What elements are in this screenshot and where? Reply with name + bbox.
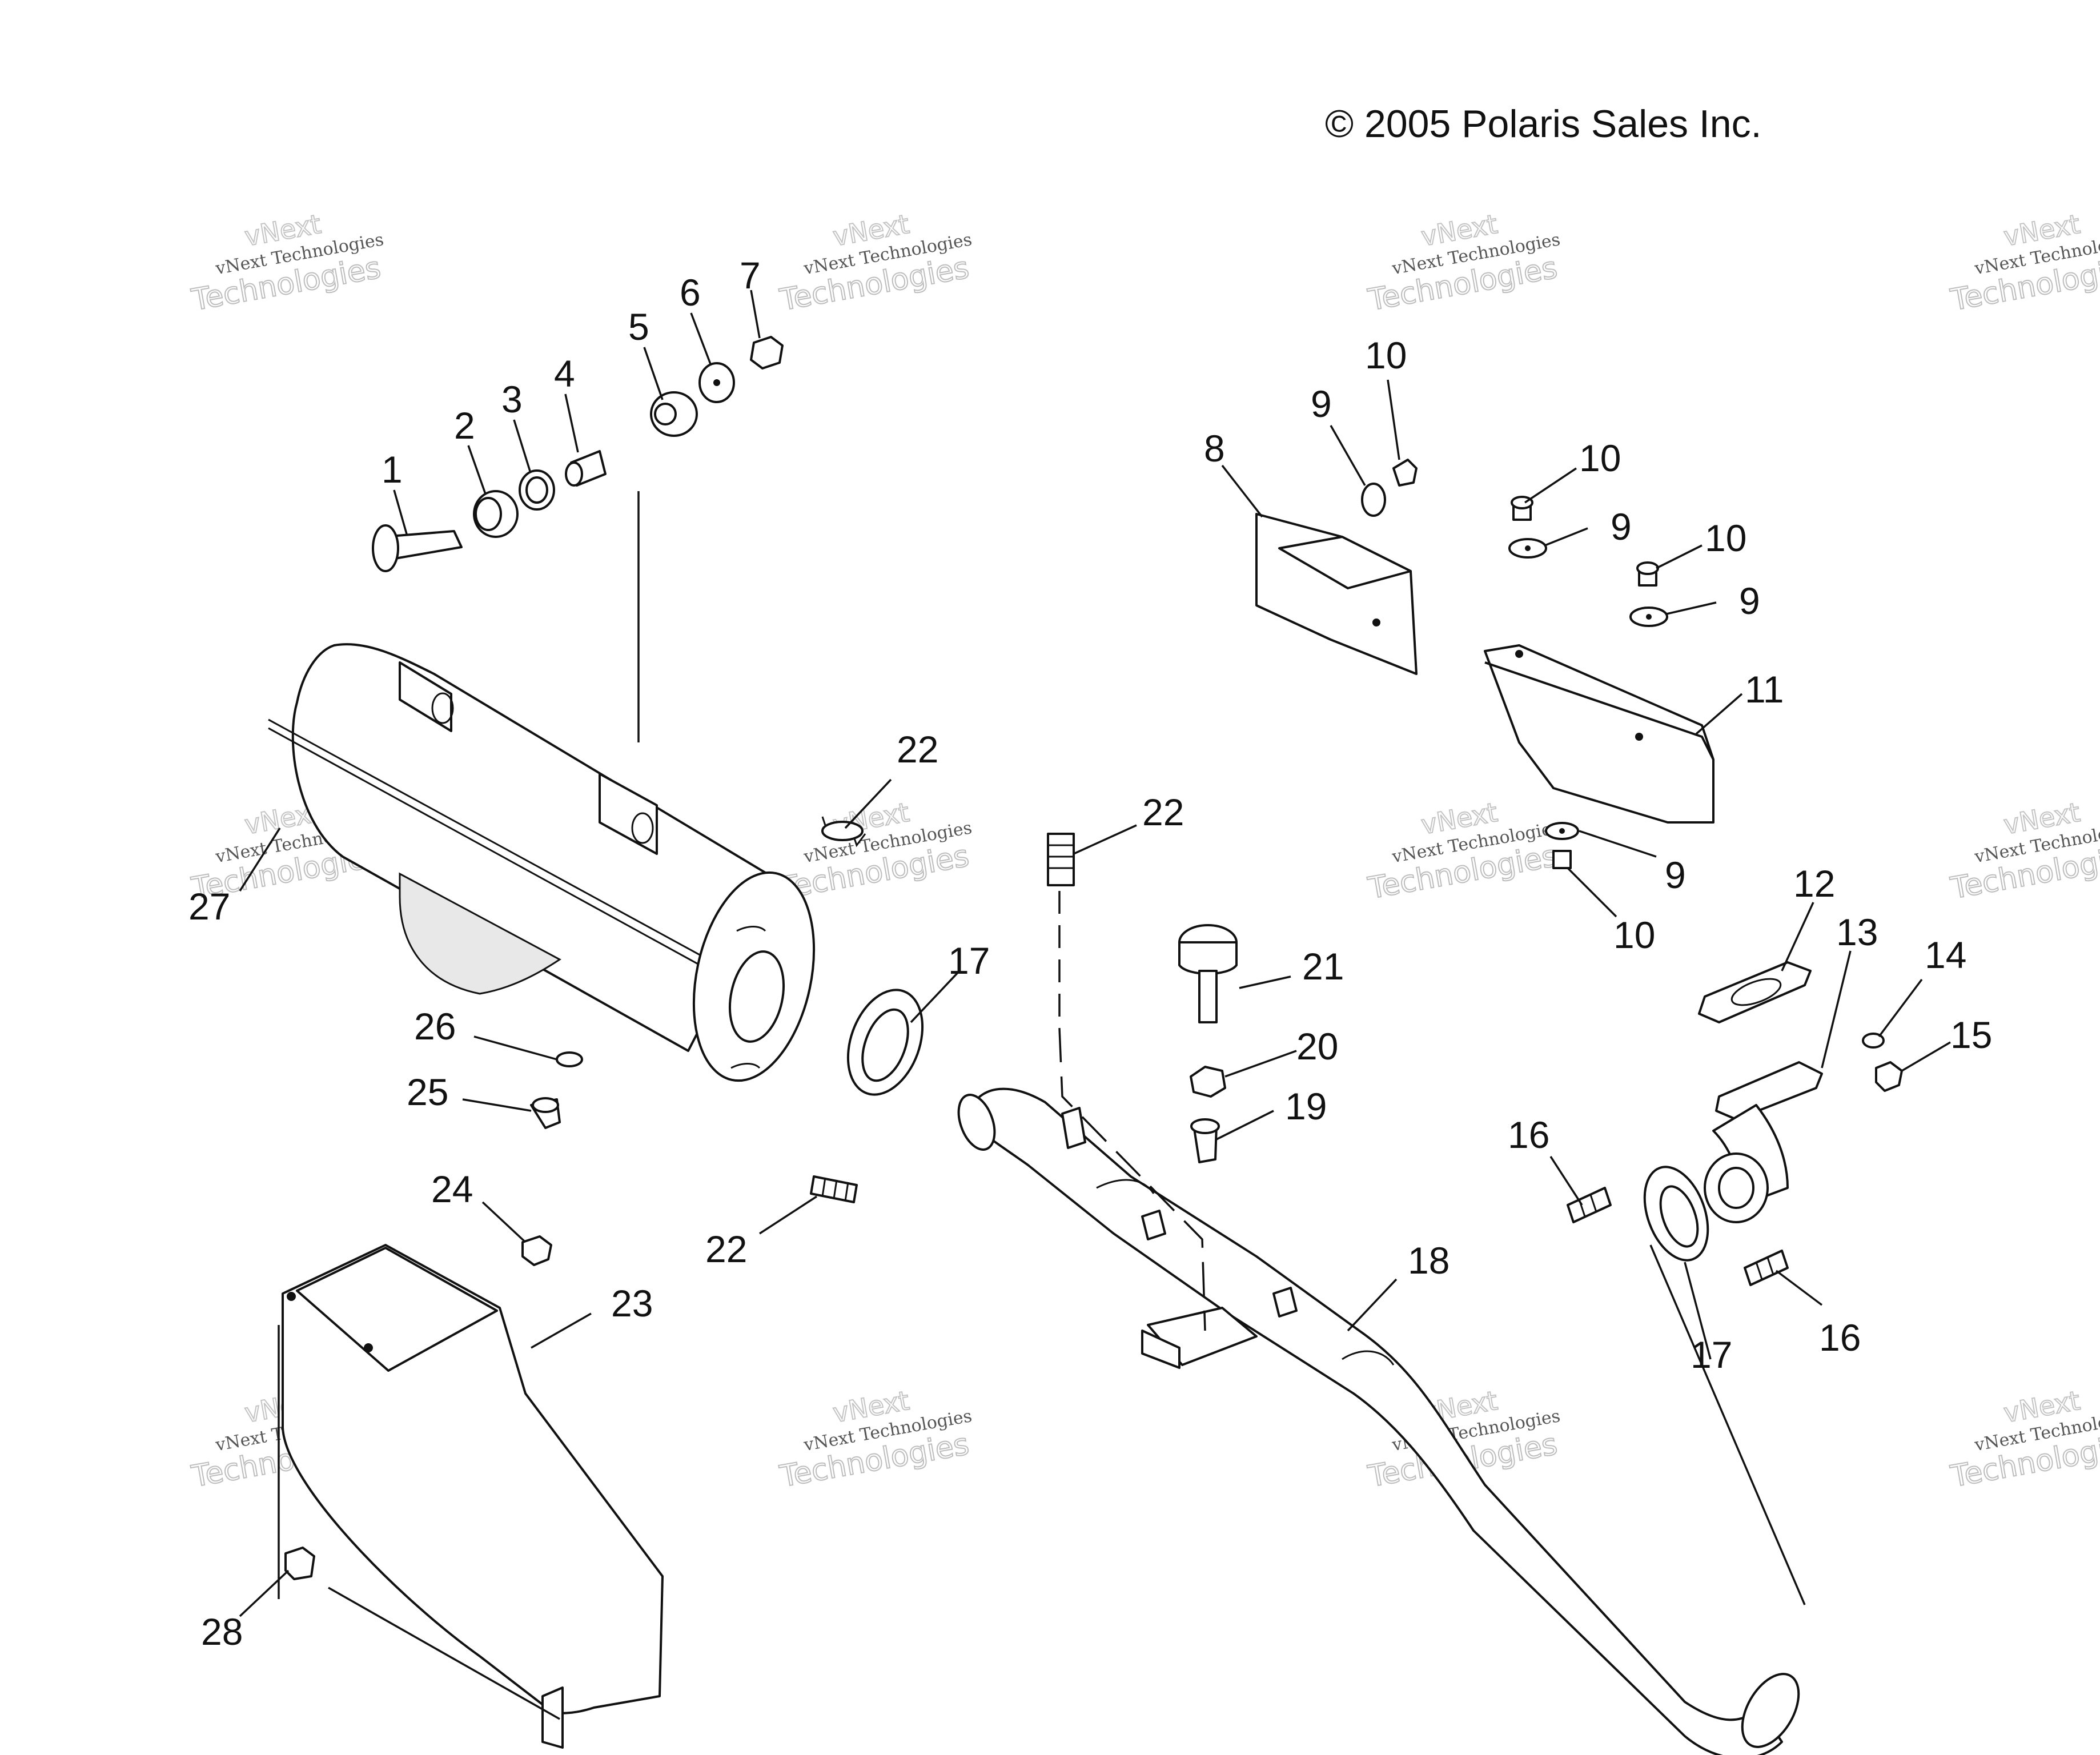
watermark: vNext vNext Technologies Technologies: [777, 208, 974, 318]
watermark: vNext vNext Technologies Technologies: [777, 796, 974, 906]
part-18-head-pipe: [957, 1087, 1800, 1755]
copyright-text: © 2005 Polaris Sales Inc.: [1325, 102, 1762, 146]
callout-9: 9: [1739, 580, 1760, 622]
watermark: vNext vNext Technologies Technologies: [1365, 208, 1562, 318]
part-12-gasket: [1698, 961, 1812, 1023]
callout-9: 9: [1665, 854, 1686, 896]
callout-10: 10: [1613, 914, 1655, 956]
part-11-bracket: [1484, 644, 1714, 824]
callout-8: 8: [1204, 427, 1225, 469]
part-28-bolt: [284, 1547, 315, 1580]
part-7-nut: [750, 336, 784, 370]
part-9-washer: [1508, 538, 1547, 559]
assembly-line: [1058, 1027, 1206, 1331]
part-6-washer: [698, 362, 735, 403]
part-26-washer: [556, 1051, 583, 1067]
part-9-washer: [1545, 822, 1579, 840]
callout-14: 14: [1925, 934, 1966, 976]
part-3-ring: [519, 469, 555, 511]
part-1-bolt: [372, 524, 463, 572]
callout-23: 23: [611, 1282, 653, 1324]
callout-22: 22: [705, 1228, 747, 1270]
callout-20: 20: [1296, 1025, 1338, 1067]
callout-26: 26: [414, 1005, 456, 1047]
part-17-gasket: [1643, 1166, 1709, 1262]
part-13-flange-pipe: [1704, 1061, 1823, 1223]
callout-21: 21: [1302, 945, 1344, 987]
part-10-bolt: [1392, 459, 1418, 487]
part-9-washer: [1361, 483, 1386, 517]
part-23-heat-shield: [282, 1244, 664, 1749]
part-20-nut: [1190, 1066, 1226, 1098]
part-22-spring: [1047, 833, 1075, 886]
part-16-spring: [1744, 1250, 1789, 1286]
callout-9: 9: [1611, 505, 1632, 548]
part-15-nut: [1875, 1061, 1903, 1092]
callout-7: 7: [740, 254, 761, 296]
watermark: vNext vNext Technologies Technologies: [777, 1384, 974, 1495]
assembly-line: [328, 1587, 560, 1720]
watermark: vNext vNext Technologies Technologies: [1365, 796, 1562, 906]
callout-9: 9: [1311, 383, 1332, 425]
callout-18: 18: [1408, 1239, 1449, 1282]
callout-13: 13: [1836, 911, 1878, 953]
callout-6: 6: [680, 271, 701, 314]
leader-lines: [239, 290, 1951, 1617]
part-16-spring: [1567, 1187, 1612, 1223]
part-10-bolt: [1552, 850, 1572, 869]
part-24-bolt: [521, 1235, 552, 1266]
callout-12: 12: [1793, 862, 1835, 905]
part-2-grommet: [473, 490, 519, 538]
part-8-bracket-plate: [1255, 513, 1418, 675]
callout-5: 5: [628, 306, 649, 348]
callout-labels: 1 2 3 4 5 6 7 8 9 10 10 9 10 9 11 9 10 1…: [188, 254, 1992, 1653]
callout-15: 15: [1950, 1014, 1992, 1056]
part-25-bolt: [530, 1097, 561, 1129]
part-21-bumper: [1178, 924, 1238, 1023]
part-4-sleeve: [565, 450, 607, 487]
part-5-grommet: [650, 391, 698, 437]
callout-22: 22: [897, 728, 938, 770]
callout-10: 10: [1705, 517, 1746, 559]
callout-17: 17: [1691, 1334, 1732, 1376]
part-9-washer: [1629, 607, 1668, 627]
callout-16: 16: [1508, 1114, 1549, 1156]
watermark: vNext vNext Technologies Technologies: [1948, 1384, 2100, 1495]
part-17-gasket: [846, 989, 924, 1096]
callout-27: 27: [188, 885, 230, 927]
part-22-spring: [810, 1175, 858, 1203]
part-22-spring: [821, 816, 866, 848]
callout-2: 2: [454, 404, 475, 447]
part-27-muffler: [268, 643, 816, 1082]
watermark: vNext vNext Technologies Technologies: [188, 208, 386, 318]
callout-24: 24: [431, 1168, 473, 1210]
callout-10: 10: [1579, 437, 1621, 479]
callout-3: 3: [501, 378, 523, 420]
part-10-bolt: [1636, 561, 1659, 587]
callout-11: 11: [1745, 668, 1784, 710]
callout-10: 10: [1365, 334, 1407, 376]
part-19-stud: [1190, 1118, 1220, 1163]
callout-4: 4: [554, 352, 575, 395]
callout-17: 17: [948, 939, 990, 982]
callout-25: 25: [407, 1071, 448, 1113]
callout-16: 16: [1819, 1316, 1861, 1359]
watermark: vNext vNext Technologies Technologies: [1948, 208, 2100, 318]
callout-19: 19: [1285, 1085, 1327, 1127]
watermark: vNext vNext Technologies Technologies: [1948, 796, 2100, 906]
part-14-washer: [1862, 1033, 1885, 1049]
callout-1: 1: [382, 448, 403, 491]
assembly-line: [1649, 1244, 1806, 1605]
callout-28: 28: [201, 1611, 243, 1653]
callout-22: 22: [1142, 791, 1184, 833]
